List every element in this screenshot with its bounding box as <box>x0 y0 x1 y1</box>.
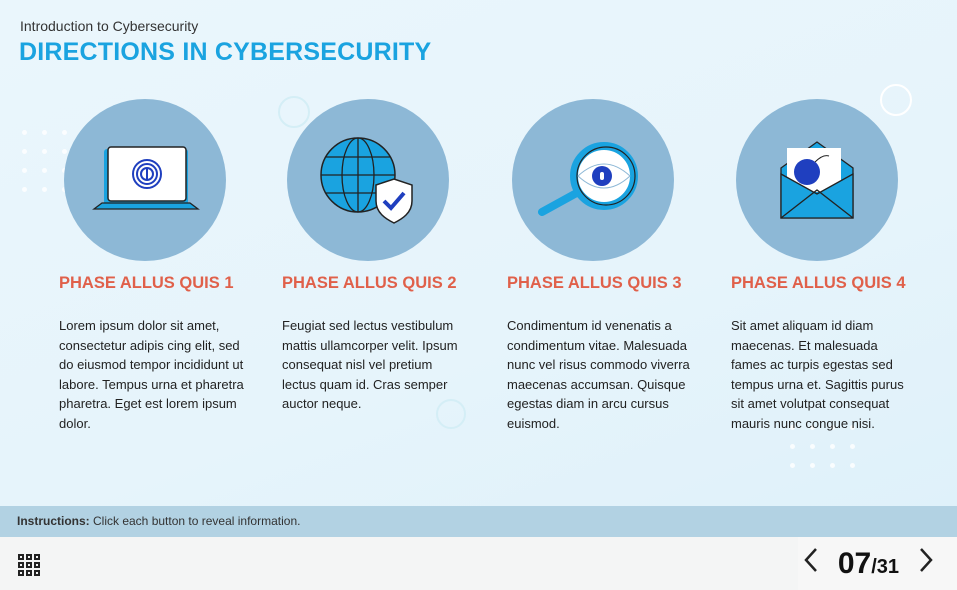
page-indicator: 07/31 <box>838 547 899 581</box>
prev-button[interactable] <box>798 547 824 580</box>
chevron-left-icon <box>804 548 817 572</box>
footer: 07/31 <box>0 537 957 590</box>
card-2-text: Feugiat sed lectus vestibulum mattis ull… <box>282 318 458 411</box>
card-4-button[interactable] <box>736 99 898 261</box>
card-2-title: PHASE ALLUS QUIS 2 <box>282 274 457 292</box>
course-subtitle: Introduction to Cybersecurity <box>20 18 199 34</box>
menu-grid-icon[interactable] <box>18 554 40 581</box>
decor-dots <box>790 425 856 468</box>
next-button[interactable] <box>913 547 939 580</box>
card-3-title: PHASE ALLUS QUIS 3 <box>507 274 682 292</box>
instructions-label: Instructions: <box>17 514 90 528</box>
pager: 07/31 <box>797 537 957 590</box>
page-title: DIRECTIONS IN CYBERSECURITY <box>19 38 432 66</box>
globe-shield-icon <box>320 137 413 224</box>
decor-ring <box>880 84 912 116</box>
decor-ring <box>278 96 310 128</box>
card-3-button[interactable] <box>512 99 674 261</box>
chevron-right-icon <box>920 548 933 572</box>
card-1-text: Lorem ipsum dolor sit amet, consectetur … <box>59 318 244 431</box>
card-1-button[interactable] <box>64 99 226 261</box>
total-pages: /31 <box>871 555 899 578</box>
instructions-text: Click each button to reveal information. <box>89 514 301 528</box>
instructions-bar: Instructions: Click each button to revea… <box>0 506 957 537</box>
card-4-text: Sit amet aliquam id diam maecenas. Et ma… <box>731 318 904 431</box>
laptop-fingerprint-icon <box>92 146 200 210</box>
card-4-title: PHASE ALLUS QUIS 4 <box>731 274 906 292</box>
envelope-bomb-icon <box>780 140 854 219</box>
magnifier-eye-icon <box>538 142 638 216</box>
current-page: 07 <box>837 546 872 580</box>
decor-ring <box>436 399 466 429</box>
card-3-text: Condimentum id venenatis a condimentum v… <box>507 318 690 431</box>
slide: Introduction to Cybersecurity DIRECTIONS… <box>0 0 957 506</box>
card-1-title: PHASE ALLUS QUIS 1 <box>59 274 234 292</box>
card-2-button[interactable] <box>287 99 449 261</box>
